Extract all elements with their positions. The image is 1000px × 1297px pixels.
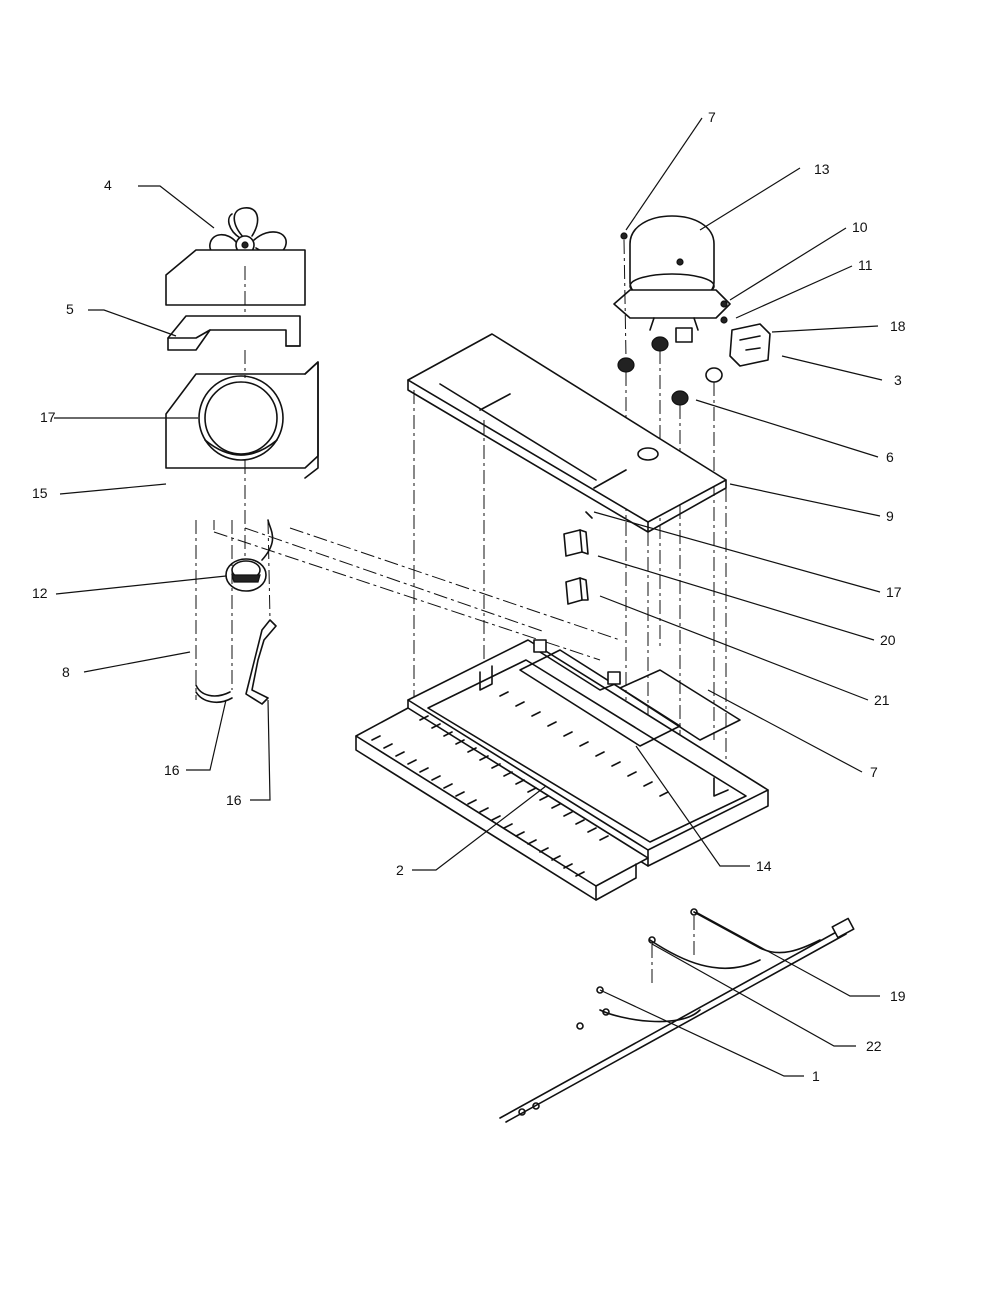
callout-6: 6: [886, 449, 894, 465]
callout-5: 5: [66, 301, 74, 317]
callout-19: 19: [890, 988, 906, 1004]
relay-overload: [720, 300, 771, 367]
callout-16-b: 16: [226, 792, 242, 808]
callout-22: 22: [866, 1038, 882, 1054]
callout-15: 15: [32, 485, 48, 501]
shelf-alignment-lines: [413, 390, 727, 850]
callout-2: 2: [396, 862, 404, 878]
tube-bracket-right: [245, 619, 277, 705]
callout-7-top: 7: [708, 109, 716, 125]
wire-harness: [499, 908, 855, 1123]
callout-7-right: 7: [870, 764, 878, 780]
callout-1: 1: [812, 1068, 820, 1084]
screw-top: [620, 232, 628, 240]
callout-18: 18: [890, 318, 906, 334]
callout-14: 14: [756, 858, 772, 874]
callout-17-right: 17: [886, 584, 902, 600]
base-pan: [355, 639, 769, 901]
capacitor: [563, 529, 589, 557]
grommets: [617, 336, 723, 406]
callout-20: 20: [880, 632, 896, 648]
callout-16-a: 16: [164, 762, 180, 778]
callout-4: 4: [104, 177, 112, 193]
fan-alignment-lines: [195, 266, 621, 700]
callout-21: 21: [874, 692, 890, 708]
callout-13: 13: [814, 161, 830, 177]
callout-9: 9: [886, 508, 894, 524]
callout-11: 11: [858, 257, 873, 273]
start-relay: [565, 577, 589, 605]
callout-12: 12: [32, 585, 48, 601]
callout-labels: 7 13 4 10 11 5 18 3 17 6 15 9 17 12 20 8…: [32, 109, 906, 1084]
grille-slots: [371, 691, 669, 877]
callout-17-left: 17: [40, 409, 56, 425]
tube-bracket-left: [195, 684, 233, 704]
fan-shroud: [165, 249, 319, 479]
compressor: [613, 215, 731, 343]
fan-motor: [225, 519, 274, 592]
screw-17: [585, 511, 593, 519]
callout-8: 8: [62, 664, 70, 680]
fan-bracket: [167, 315, 301, 351]
callout-3: 3: [894, 372, 902, 388]
callout-10: 10: [852, 219, 868, 235]
leader-lines: [54, 117, 883, 1077]
machine-shelf: [407, 333, 727, 533]
